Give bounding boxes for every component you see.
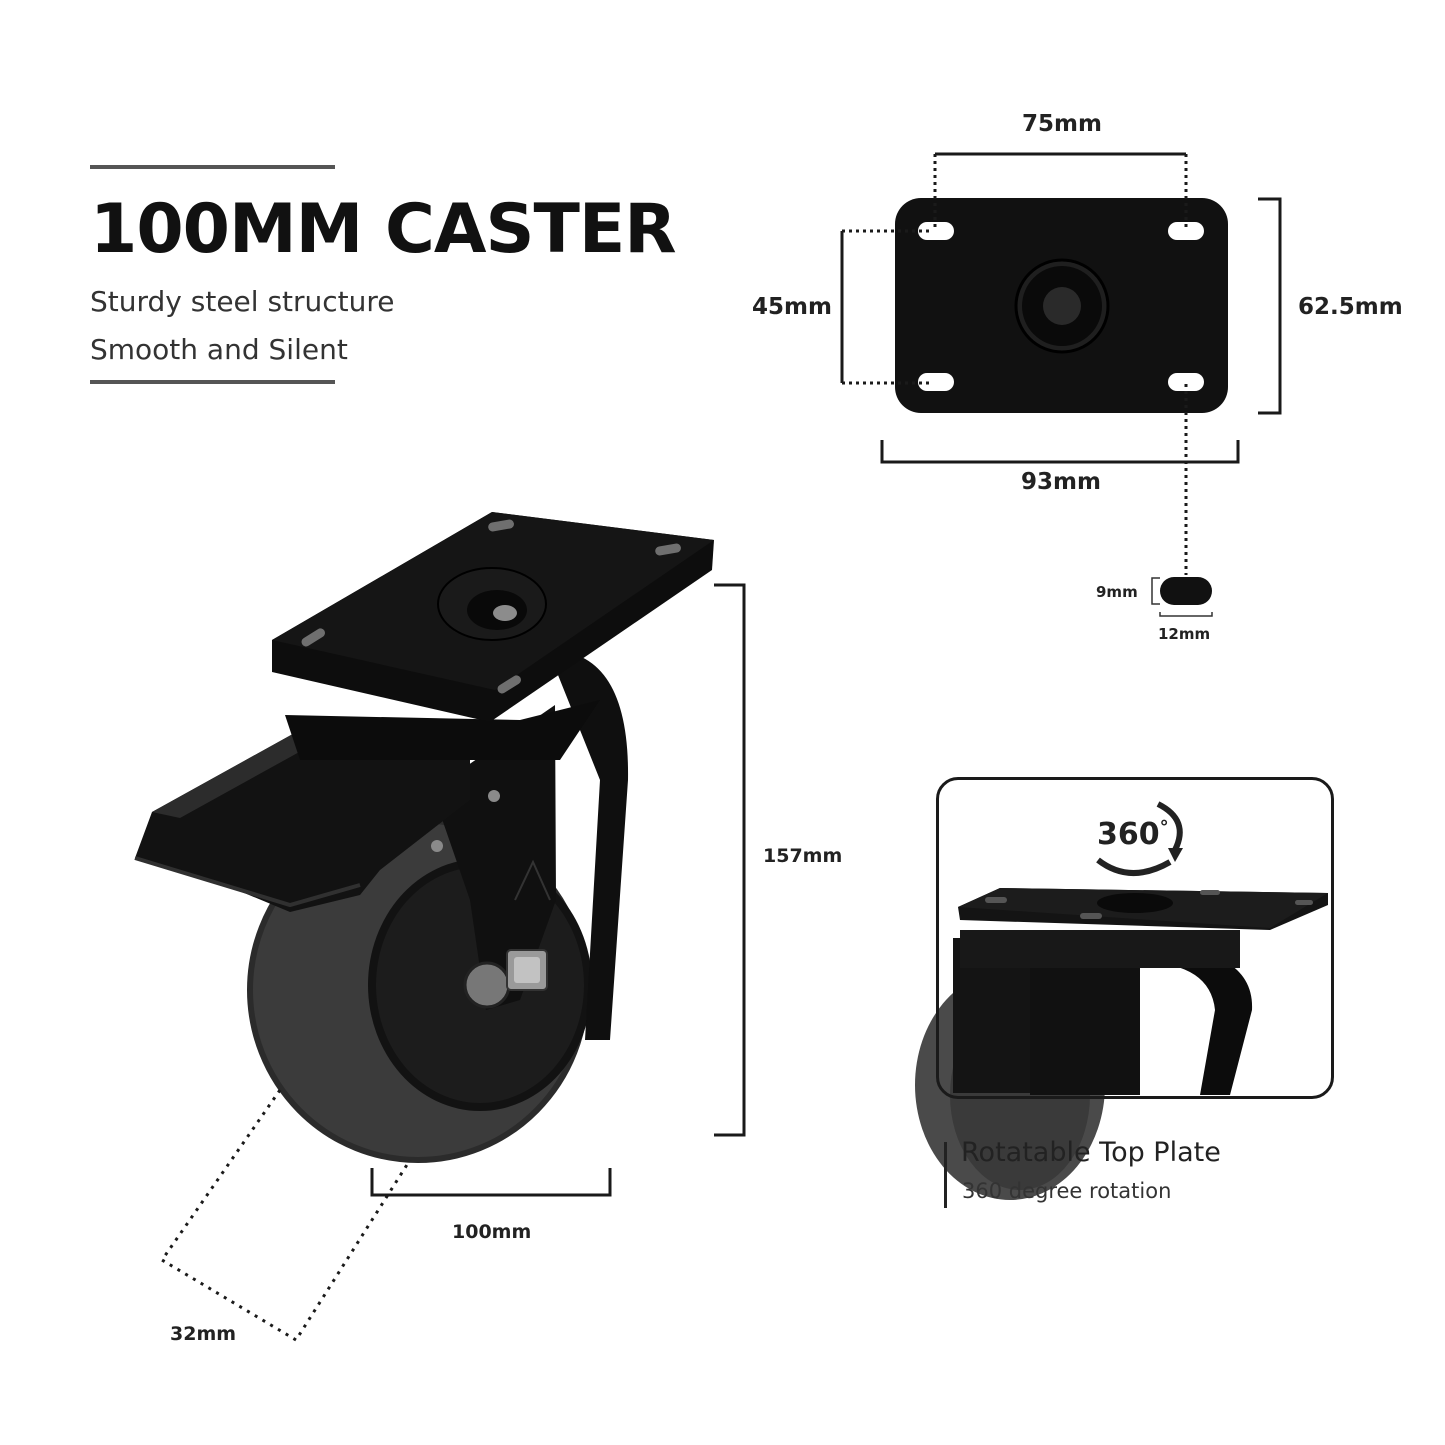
feature-line-1: Sturdy steel structure: [90, 285, 395, 318]
dim-slot-width: 12mm: [1158, 625, 1211, 643]
feature-caption-subtitle: 360 degree rotation: [962, 1179, 1172, 1203]
caster-illustration: [134, 512, 714, 1163]
rotation-badge: 360°: [1097, 817, 1169, 852]
feature-line-2: Smooth and Silent: [90, 333, 348, 366]
dim-plate-height: 62.5mm: [1298, 294, 1403, 320]
dim-wheel-width: 32mm: [170, 1323, 237, 1345]
dim-hole-spacing-width: 75mm: [1022, 111, 1102, 137]
page-title: 100MM CASTER: [90, 190, 677, 269]
swivel-inset-illustration: [915, 801, 1328, 1200]
dim-wheel-diameter: 100mm: [452, 1221, 532, 1243]
bottom-rule: [90, 380, 335, 384]
plate-dimension-lines: [840, 152, 1282, 575]
dim-total-height: 157mm: [763, 845, 843, 867]
feature-caption-bar: [944, 1142, 947, 1208]
caster-dimension-lines: [159, 583, 746, 1343]
rotation-badge-value: 360: [1097, 817, 1160, 852]
top-rule: [90, 165, 335, 169]
dim-plate-width: 93mm: [1021, 469, 1101, 495]
slot-detail: [1151, 577, 1213, 617]
dim-slot-height: 9mm: [1096, 583, 1138, 601]
feature-caption-title: Rotatable Top Plate: [961, 1137, 1221, 1168]
mounting-plate-drawing: [895, 198, 1228, 413]
swivel-inset-frame: [936, 777, 1334, 1099]
rotation-badge-degree: °: [1159, 817, 1169, 838]
dim-hole-spacing-height: 45mm: [752, 294, 832, 320]
